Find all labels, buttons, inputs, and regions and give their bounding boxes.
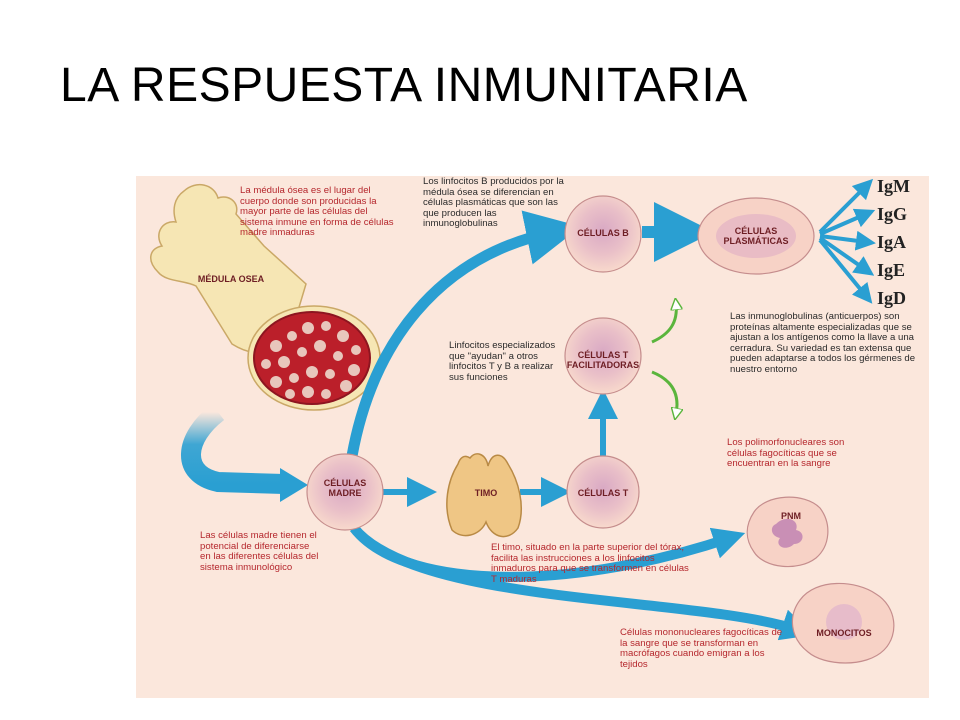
cell-t	[566, 455, 640, 529]
label-pnm: PNM	[781, 511, 801, 521]
bone-shape	[150, 183, 307, 354]
green-arrow-down	[651, 370, 677, 414]
cell-pnm	[746, 496, 829, 568]
note-medula: La médula ósea es el lugar del cuerpo do…	[240, 185, 394, 239]
note-inmunoglobulinas: Las inmunoglobulinas (anticuerpos) son p…	[730, 311, 916, 375]
label-celulas-t: CÉLULAS T	[577, 488, 629, 498]
cell-madre	[306, 453, 384, 531]
label-igd: IgD	[877, 288, 907, 308]
label-medula: MÉDULA OSEA	[197, 274, 265, 284]
arrow-medula-to-madre	[181, 404, 285, 494]
label-celulas-b: CÉLULAS B	[577, 228, 629, 238]
antibody-arrows	[818, 178, 876, 304]
label-iga: IgA	[877, 232, 907, 252]
note-polimorfonucleares: Los polimorfonucleares son células fagoc…	[727, 437, 845, 470]
note-linfocitos-b: Los linfocitos B producidos por la médul…	[423, 176, 564, 230]
immune-response-diagram: MÉDULA OSEA CÉLULAS MADRE TIMO CÉLULAS T…	[136, 176, 929, 698]
page-title: LA RESPUESTA INMUNITARIA	[60, 59, 748, 112]
note-facilitadores: Linfocitos especializados que "ayudan" a…	[449, 340, 556, 383]
diagram-graphics	[150, 178, 895, 664]
arrow-madre-to-b	[346, 210, 581, 457]
cell-monocitos	[791, 582, 895, 664]
cell-facilitadoras	[564, 317, 642, 395]
label-igm: IgM	[877, 176, 910, 196]
label-monocitos: MONOCITOS	[816, 628, 872, 638]
green-arrow-up	[651, 304, 676, 344]
label-igg: IgG	[877, 204, 908, 224]
note-mononucleares: Células mononucleares fagocíticas de la …	[620, 627, 783, 670]
label-madre: CÉLULAS MADRE	[323, 478, 367, 498]
label-timo: TIMO	[474, 488, 498, 498]
label-facilitadoras: CÉLULAS T FACILITADORAS	[566, 350, 640, 370]
note-madre: Las células madre tienen el potencial de…	[200, 530, 319, 573]
cell-b	[564, 195, 642, 273]
arrow-madre-to-monocitos	[350, 524, 814, 641]
label-ige: IgE	[877, 260, 906, 280]
note-timo: El timo, situado en la parte superior de…	[491, 542, 689, 585]
cell-plasmaticas	[697, 197, 815, 275]
bone-illustration	[150, 183, 381, 411]
thymus-illustration	[446, 453, 522, 538]
label-plasmaticas: CÉLULAS PLASMÁTICAS	[723, 226, 789, 246]
